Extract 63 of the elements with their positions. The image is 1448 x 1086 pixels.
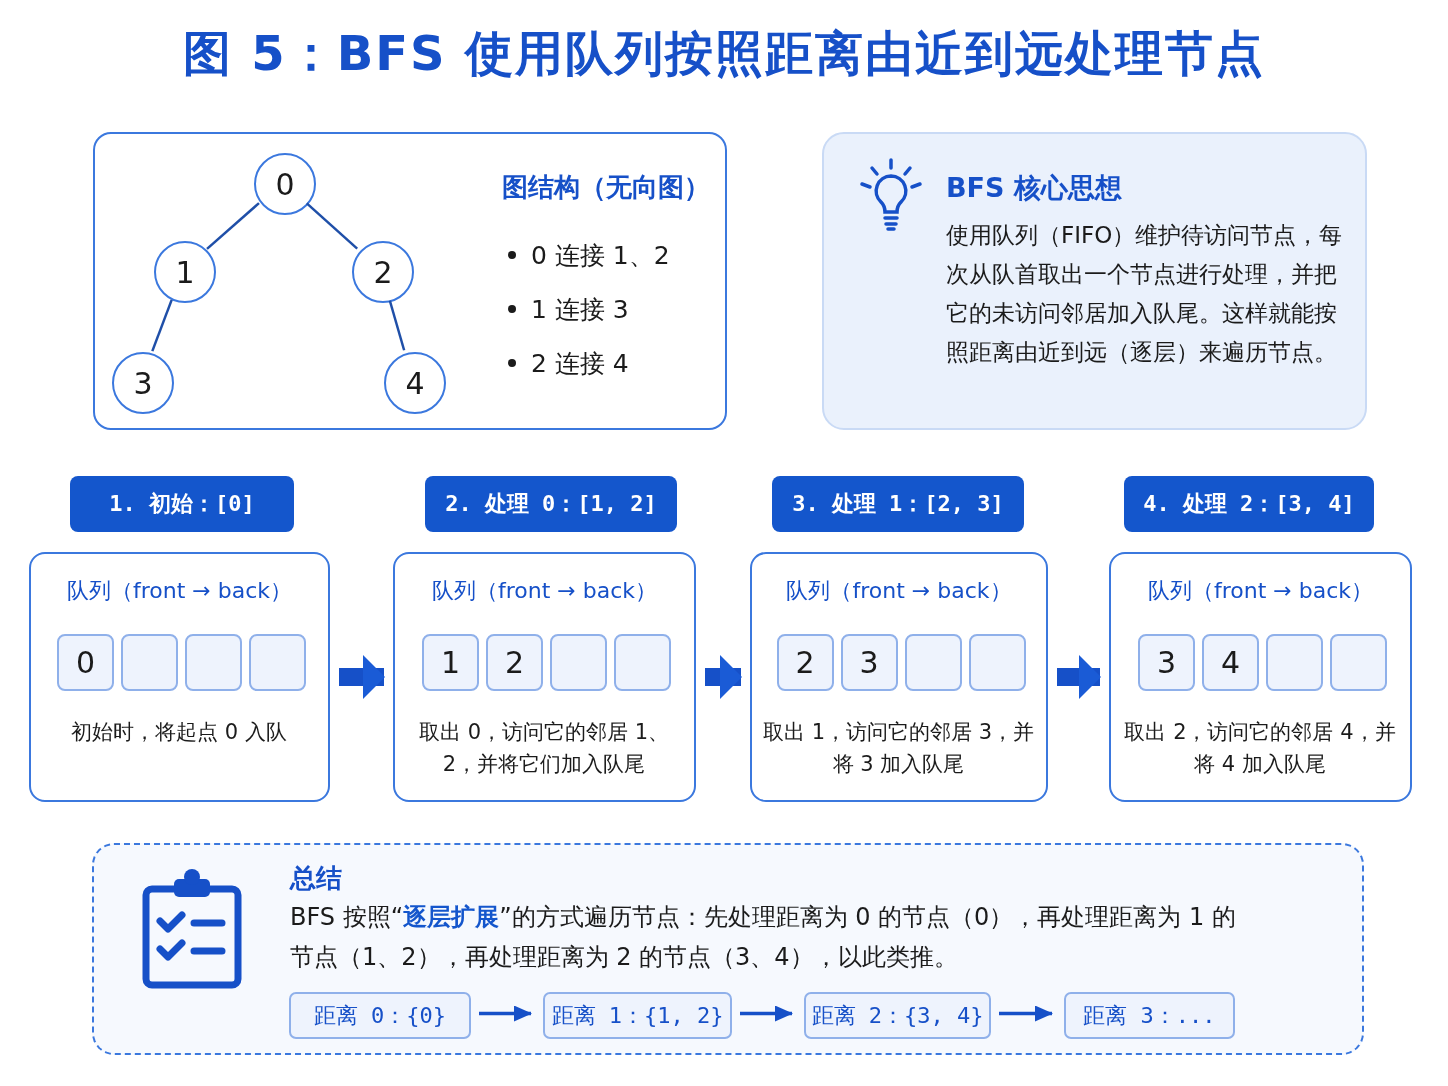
arrow bbox=[740, 1005, 793, 1022]
graph-node-circle: 3 bbox=[112, 352, 174, 414]
queue-slot: 3 bbox=[840, 634, 898, 691]
graph-edge bbox=[305, 202, 359, 250]
step-card bbox=[1109, 552, 1412, 802]
distance-tag: 距离 3：... bbox=[1064, 992, 1235, 1039]
step-description: 取出 2，访问它的邻居 4，并将 4 加入队尾 bbox=[1123, 719, 1397, 778]
queue-slot bbox=[614, 634, 671, 691]
bullet-item: 1 连接 3 bbox=[531, 294, 629, 326]
step-card bbox=[393, 552, 696, 802]
distance-tag: 距离 0：{0} bbox=[289, 992, 471, 1039]
queue-caption: 队列（front → back） bbox=[1147, 578, 1373, 603]
graph-node-circle: 0 bbox=[254, 153, 316, 215]
summary-heading: 总结 bbox=[290, 862, 342, 895]
graph-panel bbox=[93, 132, 727, 430]
arrow bbox=[479, 1005, 532, 1022]
queue-caption: 队列（front → back） bbox=[66, 578, 292, 603]
queue-slot bbox=[185, 634, 242, 691]
idea-card bbox=[822, 132, 1367, 430]
step-tab: 3. 处理 1：[2, 3] bbox=[772, 476, 1024, 532]
step-description: 初始时，将起点 0 入队 bbox=[70, 719, 288, 746]
summary-panel bbox=[92, 843, 1364, 1055]
graph-node-circle: 2 bbox=[352, 241, 414, 303]
step-tab: 2. 处理 0：[1, 2] bbox=[425, 476, 677, 532]
queue-slot bbox=[968, 634, 1026, 691]
queue-caption: 队列（front → back） bbox=[431, 578, 657, 603]
graph-edge bbox=[388, 300, 406, 351]
arrow bbox=[339, 655, 385, 699]
arrow bbox=[999, 1005, 1053, 1022]
queue-caption: 队列（front → back） bbox=[786, 578, 1012, 603]
step-description: 取出 1，访问它的邻居 3，并将 3 加入队尾 bbox=[762, 719, 1035, 778]
graph-edge bbox=[151, 299, 173, 352]
queue-slot: 1 bbox=[422, 634, 479, 691]
queue-slot bbox=[1330, 634, 1387, 691]
step-card bbox=[29, 552, 330, 802]
card-heading: BFS 核心思想 bbox=[946, 171, 1122, 205]
bullet-item: 2 连接 4 bbox=[531, 348, 629, 380]
queue-slot: 3 bbox=[1138, 634, 1195, 691]
summary-text: BFS 按照“逐层扩展”的方式遍历节点：先处理距离为 0 的节点（0），再处理距离为 1 的节点（1、2），再处理距离为 2 的节点（3、4），以此类推。 bbox=[290, 902, 1237, 973]
queue-slot: 0 bbox=[57, 634, 114, 691]
graph-node-circle: 1 bbox=[154, 241, 216, 303]
bullet-item: 0 连接 1、2 bbox=[531, 240, 670, 272]
queue-slot bbox=[550, 634, 607, 691]
panel-heading: 图结构（无向图） bbox=[502, 171, 710, 204]
queue-slot bbox=[904, 634, 962, 691]
step-description: 取出 0，访问它的邻居 1、2，并将它们加入队尾 bbox=[417, 719, 671, 778]
distance-tag: 距离 2：{3, 4} bbox=[804, 992, 991, 1039]
graph-edge bbox=[206, 202, 260, 250]
arrow bbox=[705, 655, 742, 699]
graph-node-circle: 4 bbox=[384, 352, 446, 414]
step-tab: 1. 初始：[0] bbox=[70, 476, 294, 532]
step-card bbox=[750, 552, 1048, 802]
step-tab: 4. 处理 2：[3, 4] bbox=[1124, 476, 1374, 532]
queue-slot bbox=[1266, 634, 1323, 691]
queue-slot: 2 bbox=[486, 634, 543, 691]
card-body: 使用队列（FIFO）维护待访问节点，每次从队首取出一个节点进行处理，并把它的未访问邻居加入队尾。这样就能按照距离由近到远（逐层）来遍历节点。 bbox=[946, 221, 1344, 367]
distance-tag: 距离 1：{1, 2} bbox=[543, 992, 732, 1039]
queue-slot bbox=[249, 634, 306, 691]
title: 图 5：BFS 使用队列按照距离由近到远处理节点 bbox=[182, 25, 1266, 81]
queue-slot: 4 bbox=[1202, 634, 1259, 691]
queue-slot: 2 bbox=[776, 634, 834, 691]
queue-slot bbox=[121, 634, 178, 691]
arrow bbox=[1057, 655, 1101, 699]
